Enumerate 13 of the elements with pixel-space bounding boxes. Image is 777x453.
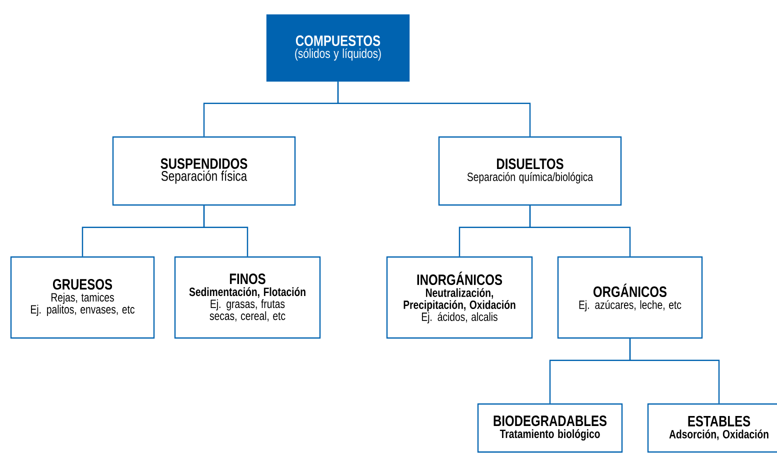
connector-line [337, 82, 531, 136]
heading-box: COMPUESTOS (sólidos y líquidos) [266, 14, 410, 82]
category-box: BIODEGRADABLES Tratamiento biológico [477, 403, 623, 453]
category-box: INORGÁNICOS Neutralización, Precipitación, Oxidación Ej. ácidos, alcalis [386, 256, 533, 339]
category-box: GRUESOS Rejas, tamices Ej. palitos, envases, etc [10, 256, 155, 339]
category-box: FINOS Sedimentación, Flotación Ej. grasas, frutas secas, cereal, etc [174, 256, 321, 339]
category-box: SUSPENDIDOS Separación física [112, 136, 296, 206]
connector-line [529, 206, 631, 256]
connector-line [203, 206, 248, 256]
connector-line [629, 338, 720, 404]
category-box: ESTABLES Adsorción, Oxidación [647, 403, 777, 453]
category-box: ORGÁNICOS Ej. azúcares, leche, etc [557, 256, 703, 339]
category-box: DISUELTOS Separación química/biológica [438, 136, 622, 206]
